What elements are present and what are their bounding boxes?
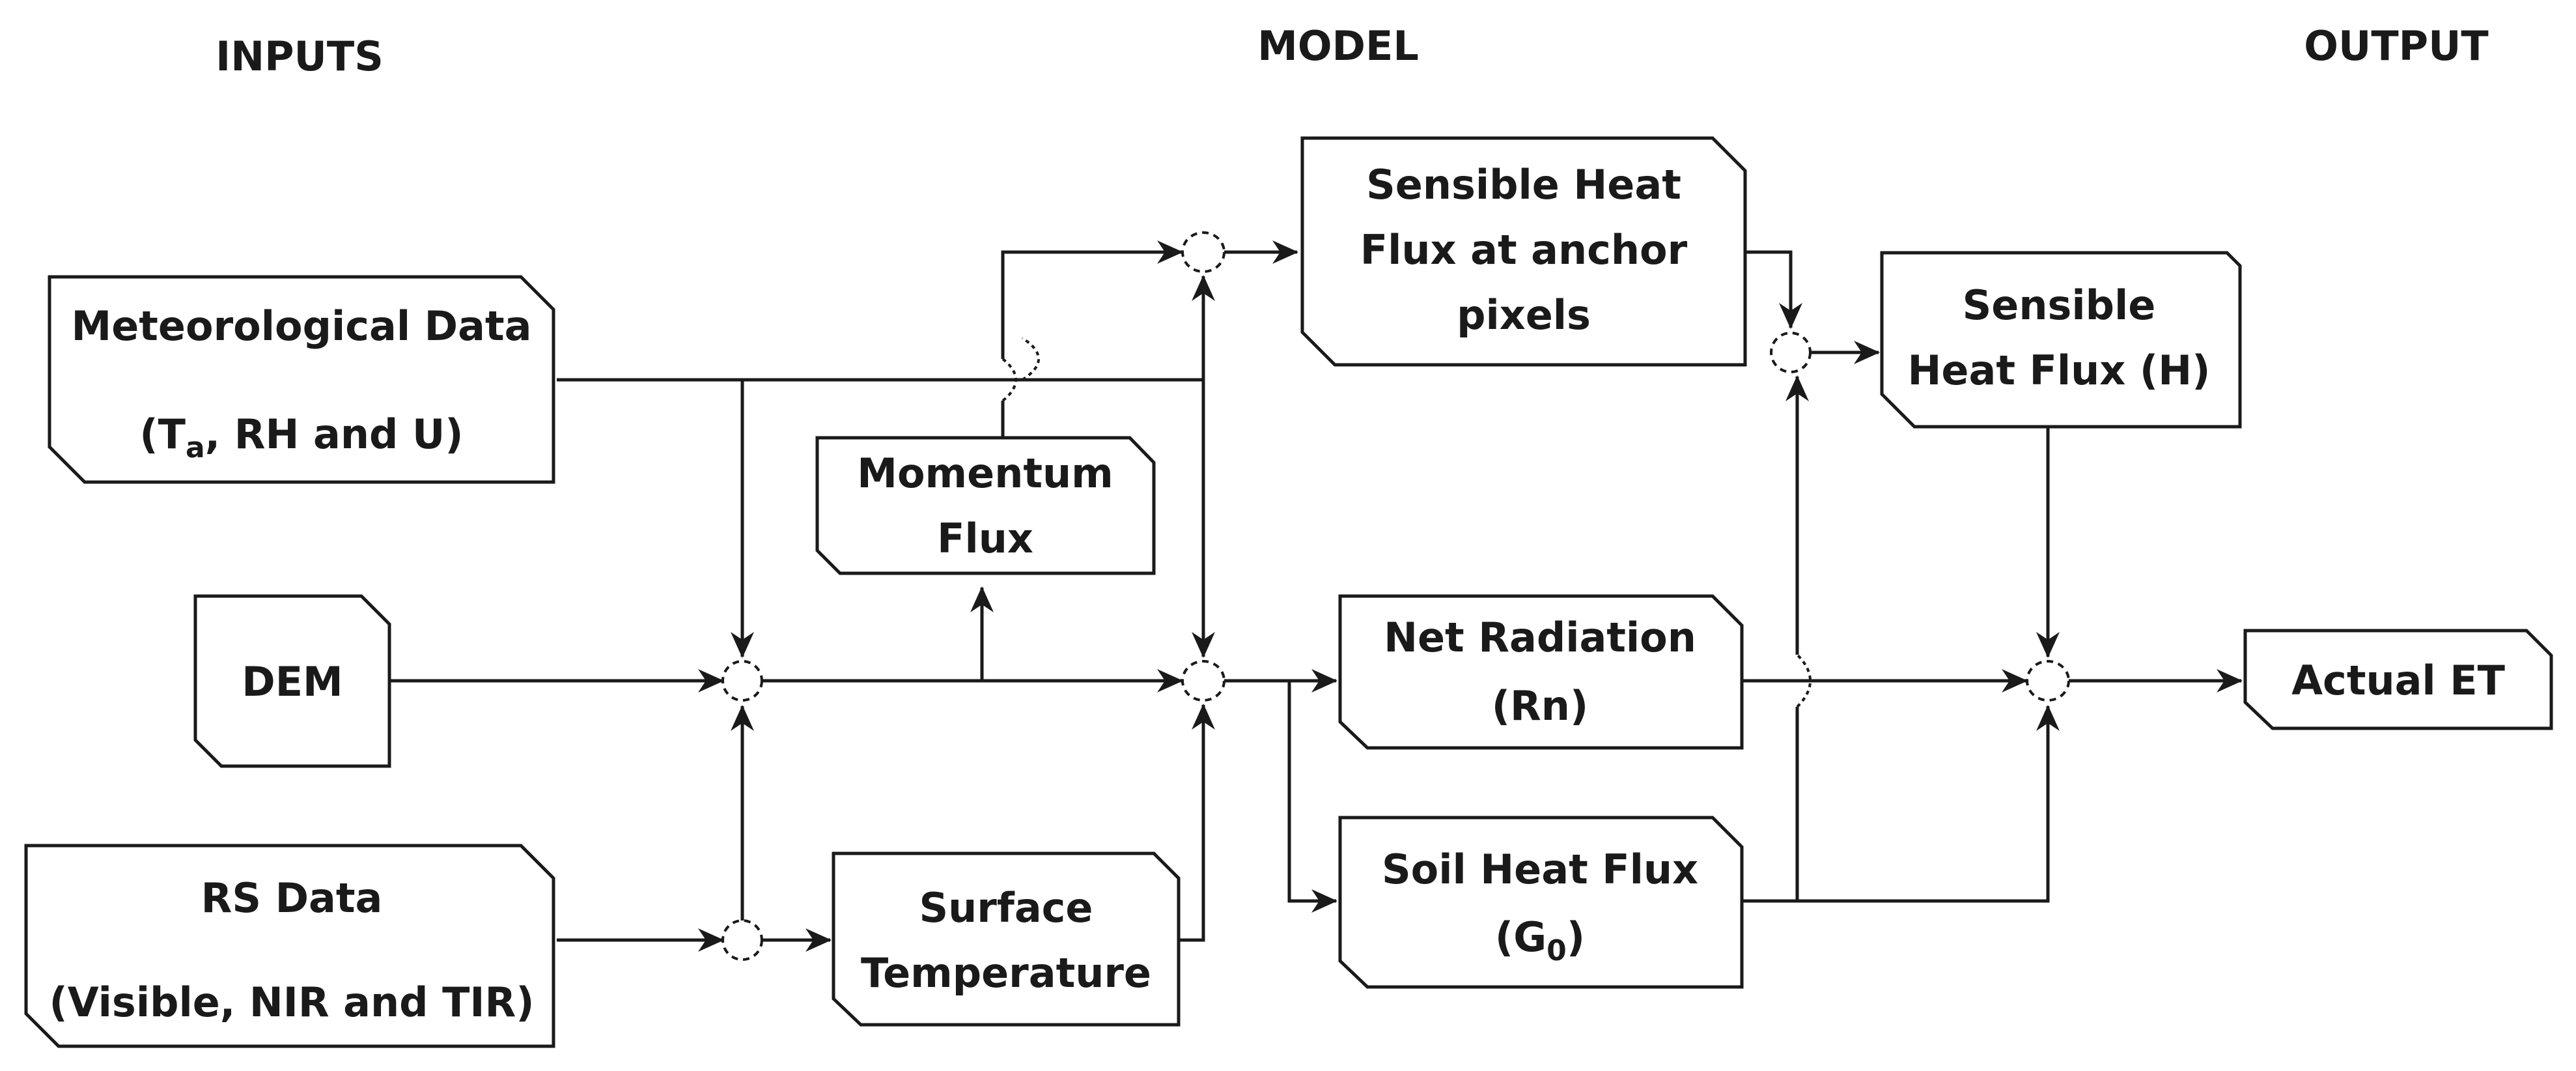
junction-6 [2026, 660, 2070, 702]
meteorological-title: Meteorological Data [72, 302, 532, 350]
line-hop-momentum [1021, 337, 1040, 381]
surface-temperature-line1: Surface [919, 884, 1093, 932]
j3-to-soil-heat-flux [1287, 681, 1337, 913]
rs-data-bands: (Visible, NIR and TIR) [49, 978, 534, 1026]
node-rs-data: RS Data (Visible, NIR and TIR) [24, 844, 555, 1048]
junction-1 [721, 660, 763, 702]
momentum-flux-line1: Momentum [857, 450, 1113, 497]
node-actual-et: Actual ET [2243, 629, 2553, 730]
momentum-hop [1001, 358, 1017, 402]
soil-heat-flux-line1: Soil Heat Flux [1382, 846, 1698, 893]
junction-4 [721, 919, 763, 961]
rs-data-title: RS Data [201, 874, 383, 922]
net-radiation-line2: (Rn) [1492, 682, 1589, 730]
momentum-to-j2 [1001, 240, 1183, 359]
surface-temp-to-j3 [1177, 704, 1215, 942]
shf-anchor-line3: pixels [1457, 291, 1591, 339]
shf-anchor-to-j5 [1742, 250, 1802, 329]
connectors [387, 240, 2243, 952]
sensible-heat-flux-line1: Sensible [1963, 281, 2156, 329]
node-sensible-heat-flux: Sensible Heat Flux (H) [1880, 251, 2242, 429]
node-meteorological-data: Meteorological Data (Ta, RH and U) [48, 275, 555, 484]
header-output: OUTPUT [2304, 22, 2488, 70]
net-radiation-line1: Net Radiation [1384, 614, 1696, 661]
node-soil-heat-flux: Soil Heat Flux (G0) [1338, 816, 1744, 989]
momentum-flux-line2: Flux [937, 515, 1033, 562]
node-momentum-flux: Momentum Flux [815, 436, 1156, 575]
junction-2 [1181, 231, 1225, 273]
junction-3 [1181, 660, 1225, 702]
node-shf-anchor-pixels: Sensible Heat Flux at anchor pixels [1300, 136, 1747, 367]
soil-to-j6 [1742, 705, 2060, 903]
shf-anchor-line2: Flux at anchor [1360, 226, 1688, 274]
surface-temperature-line2: Temperature [861, 949, 1151, 997]
header-inputs: INPUTS [216, 33, 384, 80]
dem-label: DEM [242, 658, 343, 706]
actual-et-label: Actual ET [2291, 657, 2505, 704]
header-model: MODEL [1257, 22, 1419, 70]
shf-anchor-line1: Sensible Heat [1366, 161, 1681, 208]
junction-5 [1770, 332, 1812, 373]
meteorological-vars: (Ta, RH and U) [139, 410, 463, 464]
node-dem: DEM [193, 594, 391, 768]
node-surface-temperature: Surface Temperature [832, 851, 1181, 1027]
soil-heat-flux-line2: (G0) [1495, 913, 1585, 967]
junctions [721, 231, 2070, 961]
node-net-radiation: Net Radiation (Rn) [1338, 594, 1744, 750]
sensible-heat-flux-line2: Heat Flux (H) [1908, 347, 2211, 394]
